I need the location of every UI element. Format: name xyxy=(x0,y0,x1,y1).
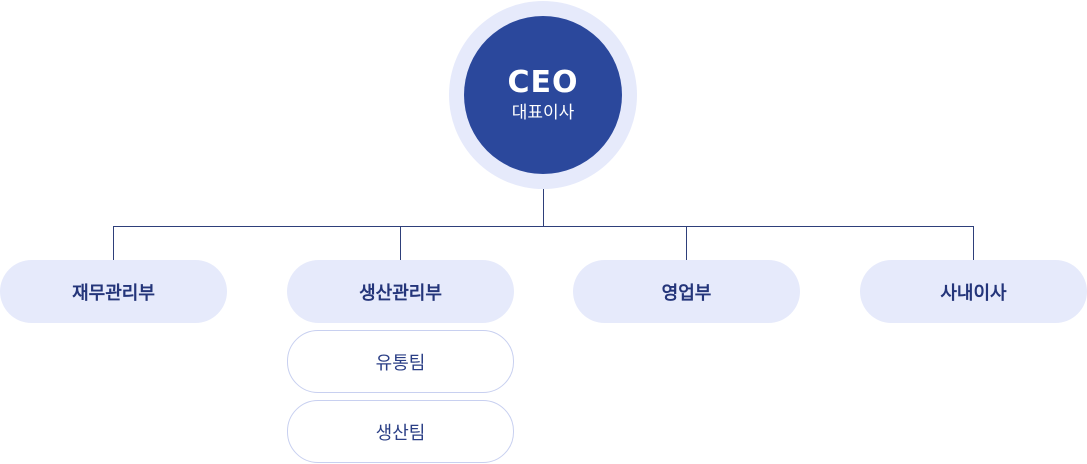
connector-ceo-down xyxy=(543,189,544,226)
connector-dept-2 xyxy=(400,226,401,260)
ceo-subtitle: 대표이사 xyxy=(511,103,575,123)
dept-finance[interactable]: 재무관리부 xyxy=(0,260,227,323)
ceo-title: CEO xyxy=(507,65,579,100)
connector-dept-4 xyxy=(973,226,974,260)
team-production[interactable]: 생산팀 xyxy=(287,400,514,463)
dept-production-management[interactable]: 생산관리부 xyxy=(287,260,514,323)
connector-dept-3 xyxy=(686,226,687,260)
ceo-node-halo: CEO 대표이사 xyxy=(449,1,637,189)
connector-dept-1 xyxy=(113,226,114,260)
connector-horizontal-bus xyxy=(113,226,974,227)
dept-sales[interactable]: 영업부 xyxy=(573,260,800,323)
team-distribution[interactable]: 유통팀 xyxy=(287,330,514,393)
ceo-node[interactable]: CEO 대표이사 xyxy=(464,16,622,174)
dept-internal-director[interactable]: 사내이사 xyxy=(860,260,1087,323)
